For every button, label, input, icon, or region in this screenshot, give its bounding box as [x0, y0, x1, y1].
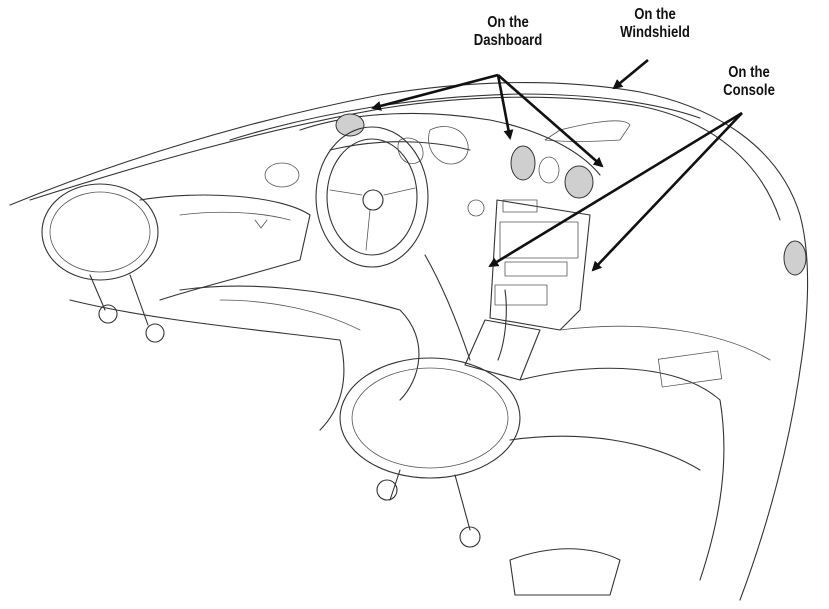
- console-label-line1: On the: [728, 64, 770, 81]
- dashboard: [264, 112, 807, 276]
- windshield-arrow: [612, 58, 649, 90]
- windshield-label-line1: On the: [634, 6, 676, 23]
- console-label: On the Console: [712, 64, 786, 100]
- console-arrows: [488, 111, 743, 272]
- dashboard-arrows: [371, 73, 604, 168]
- left-door-panel: [139, 194, 311, 301]
- passenger-seat: [339, 325, 771, 596]
- dashboard-label-line1: On the: [487, 14, 529, 31]
- center-vent-right: [564, 165, 594, 199]
- car-body-outline: [9, 82, 809, 601]
- center-vent-left: [510, 145, 536, 181]
- windshield-label: On the Windshield: [610, 6, 700, 42]
- right-door-vent: [783, 240, 807, 276]
- dashboard-label: On the Dashboard: [467, 14, 549, 50]
- dashboard-label-line2: Dashboard: [473, 32, 543, 49]
- console-label-line2: Console: [723, 82, 775, 99]
- driver-seat: [41, 183, 420, 431]
- steering-wheel: [315, 126, 471, 361]
- windshield-label-line2: Windshield: [620, 24, 690, 41]
- center-console: [464, 199, 591, 381]
- left-dashboard-vent: [335, 113, 365, 137]
